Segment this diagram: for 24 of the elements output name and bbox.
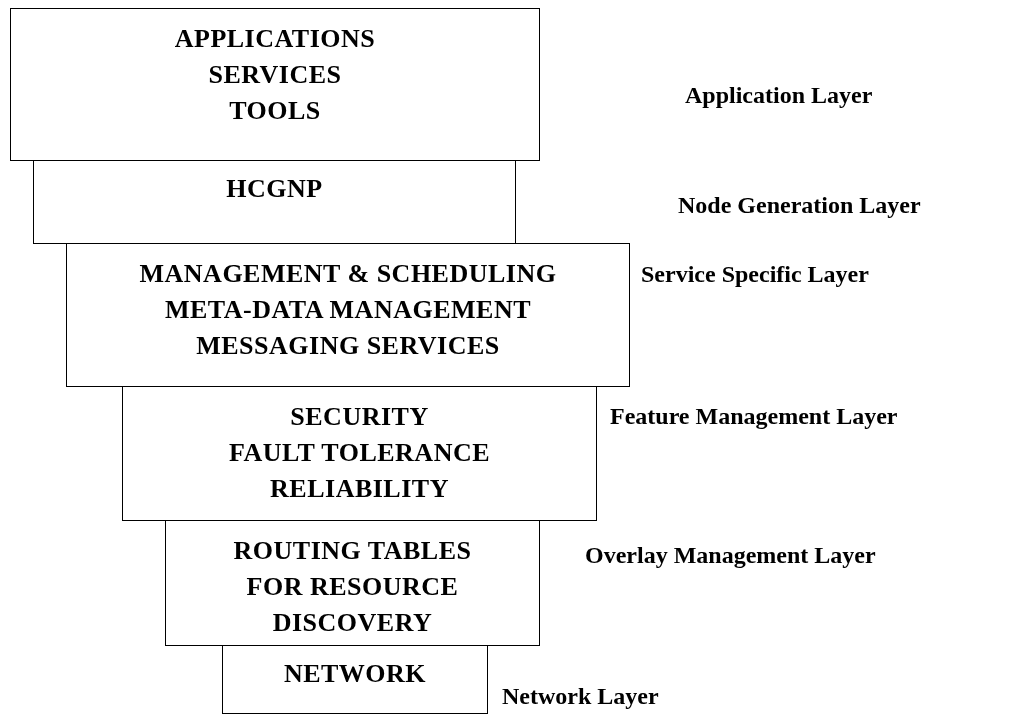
layer-content-text: RELIABILITY [270,473,449,505]
layer-content-text: META-DATA MANAGEMENT [164,294,531,326]
layer-content-text: SERVICES [208,59,342,91]
layer-content-text: ROUTING TABLES FOR RESOURCE DISCOVERY [232,535,473,639]
layer-content-text: HCGNP [226,173,323,205]
layer-box [10,8,540,161]
layer-content-text: FAULT TOLERANCE [228,437,491,469]
layer-name-label: Overlay Management Layer [585,542,876,569]
layer-name-label: Feature Management Layer [610,403,898,430]
layer-box [122,386,597,521]
layer-content-text: MESSAGING SERVICES [196,330,500,362]
layer-content-text: APPLICATIONS [174,23,376,55]
layer-content-text: NETWORK [283,658,427,690]
layer-name-label: Application Layer [685,82,873,109]
layer-content-text: SECURITY [290,401,429,433]
layer-content-text: MANAGEMENT & SCHEDULING [139,258,557,290]
layer-name-label: Network Layer [502,683,659,710]
layer-box [165,520,540,646]
layer-name-label: Service Specific Layer [641,261,869,288]
layer-box [222,645,488,714]
layer-box [33,160,516,244]
layer-content-text: TOOLS [229,95,321,127]
layer-name-label: Node Generation Layer [678,192,921,219]
layer-box [66,243,630,387]
